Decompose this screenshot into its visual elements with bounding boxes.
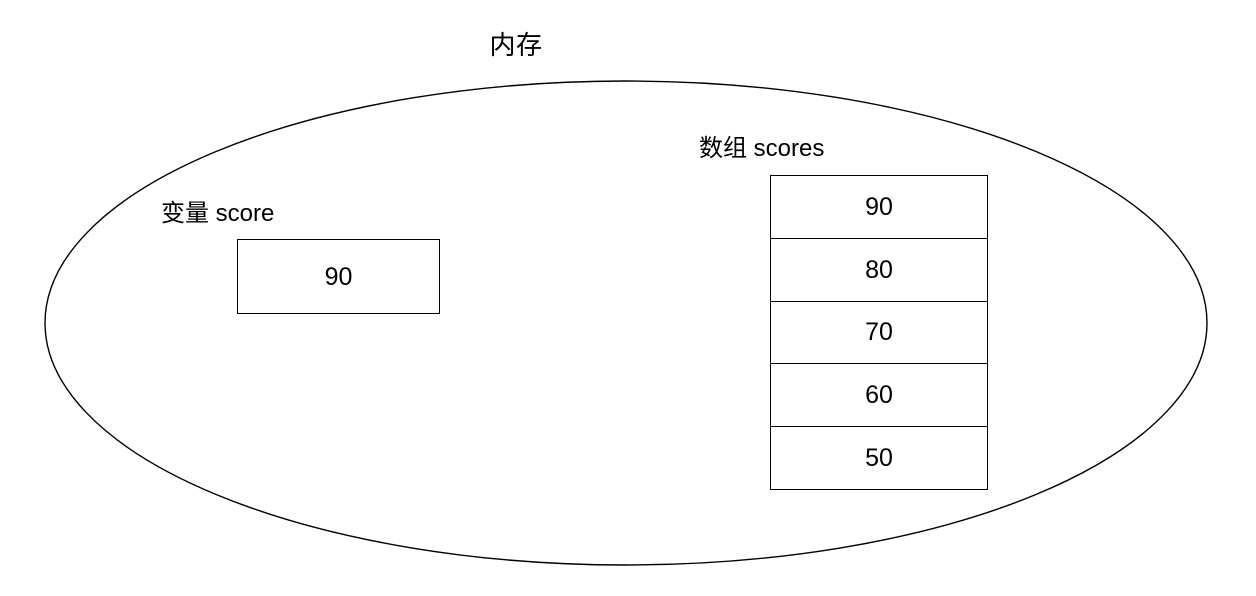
page-title: 内存 [489,30,543,60]
array-cell: 60 [771,364,987,428]
array-cell: 50 [771,427,987,489]
array-cell: 70 [771,302,987,365]
array-cell-value: 90 [865,192,893,221]
array-cell-value: 60 [865,381,893,410]
memory-ellipse-outline [44,80,1208,566]
array-cell: 90 [771,176,987,239]
array-cell-value: 70 [865,318,893,347]
variable-box: 90 [237,239,440,314]
array-cell-value: 50 [865,444,893,473]
array-table: 90 80 70 60 50 [770,175,988,490]
array-label: 数组 scores [699,135,825,162]
variable-value: 90 [324,262,353,291]
array-cell: 80 [771,239,987,302]
array-cell-value: 80 [865,255,893,284]
variable-label: 变量 score [161,200,275,227]
